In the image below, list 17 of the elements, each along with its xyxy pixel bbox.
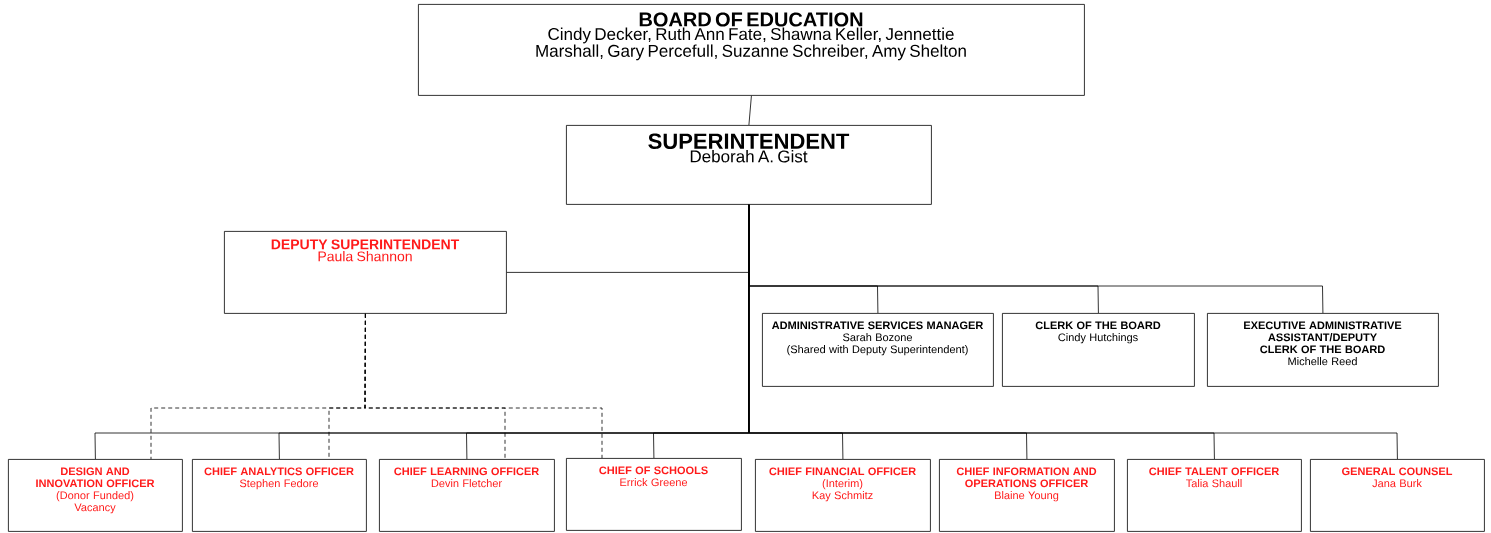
org-box: EXECUTIVE ADMINISTRATIVE ASSISTANT/DEPUTY CLERK OF THE BOARD Michelle Reed — [1207, 313, 1439, 387]
org-box: SUPERINTENDENT Deborah A. Gist — [566, 125, 932, 205]
org-box: CHIEF FINANCIAL OFFICER (Interim) Kay Schmitz — [755, 459, 931, 532]
org-box: ADMINISTRATIVE SERVICES MANAGER Sarah Bozone (Shared with Deputy Superintendent) — [762, 313, 994, 387]
org-box: CHIEF OF SCHOOLS Errick Greene — [566, 458, 742, 531]
org-box: CHIEF ANALYTICS OFFICER Stephen Fedore — [192, 459, 367, 532]
org-box: CHIEF LEARNING OFFICER Devin Fletcher — [379, 459, 555, 532]
org-box: GENERAL COUNSEL Jana Burk — [1310, 459, 1485, 532]
connector-line — [748, 204, 1398, 460]
org-box: CHIEF INFORMATION AND OPERATIONS OFFICER Blaine Young — [939, 459, 1115, 532]
org-box: BOARD OF EDUCATION Cindy Decker, Ruth Ann Fate, Shawna Keller, Jennettie Marshall, Gary Percefull, Suzanne Schreiber, Amy Shelton — [418, 4, 1085, 96]
org-box: DEPUTY SUPERINTENDENT Paula Shannon — [224, 231, 507, 314]
connector-line — [748, 95, 752, 126]
connector-line — [364, 313, 603, 459]
org-box: CHIEF TALENT OFFICER Talia Shaull — [1127, 459, 1302, 532]
org-box: DESIGN AND INNOVATION OFFICER (Donor Funded) Vacancy — [8, 459, 183, 532]
org-box: CLERK OF THE BOARD Cindy Hutchings — [1002, 313, 1195, 387]
